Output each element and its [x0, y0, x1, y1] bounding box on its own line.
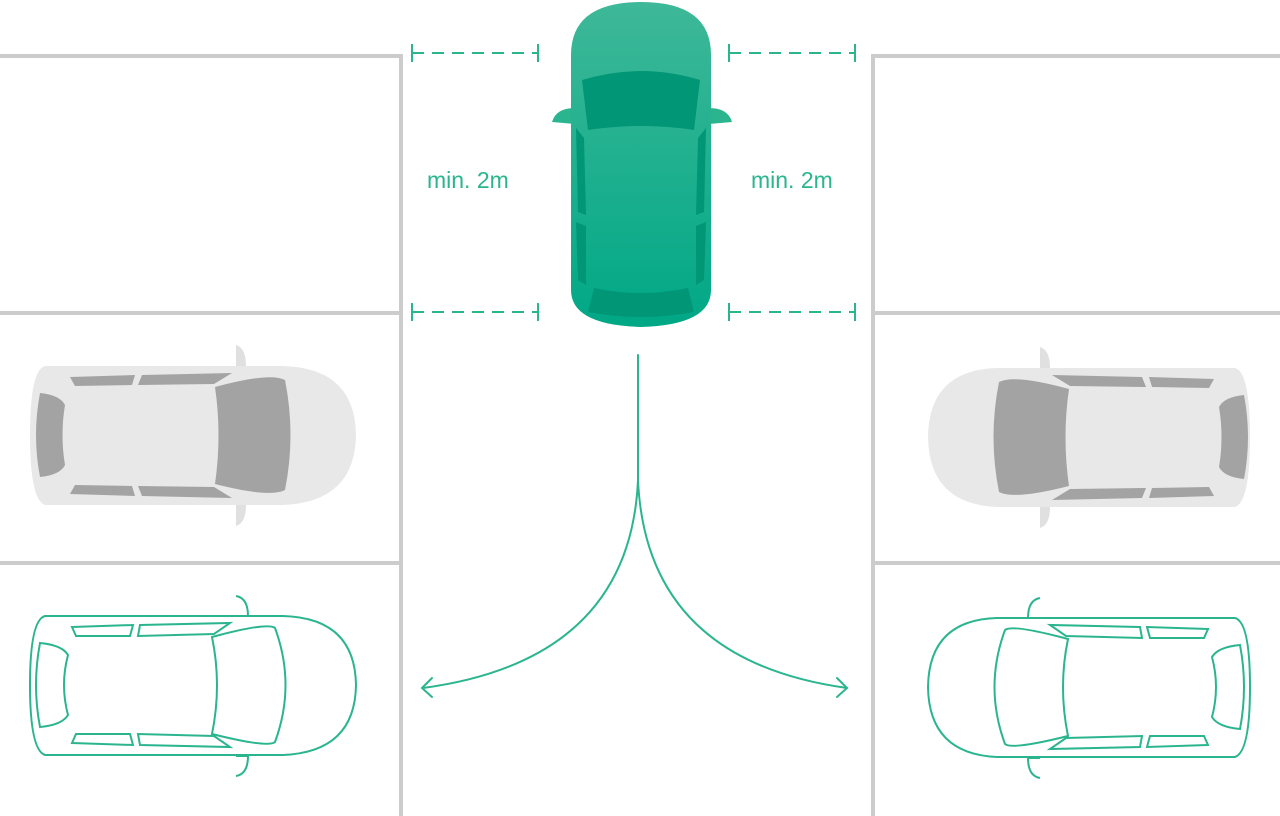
center-car	[552, 2, 732, 327]
outline-car-left	[28, 595, 358, 777]
parked-car-right	[928, 347, 1250, 528]
arrow-left-icon	[420, 677, 433, 698]
clearance-markers	[411, 44, 856, 321]
left-parking-bays	[0, 54, 403, 816]
left-clearance-label: min. 2m	[427, 167, 509, 193]
right-clearance-label: min. 2m	[751, 167, 833, 193]
arrow-right-icon	[836, 677, 849, 698]
outline-car-right	[926, 597, 1252, 779]
turn-path	[420, 354, 849, 698]
right-parking-bays	[871, 54, 1280, 816]
parked-car-left	[30, 345, 356, 526]
